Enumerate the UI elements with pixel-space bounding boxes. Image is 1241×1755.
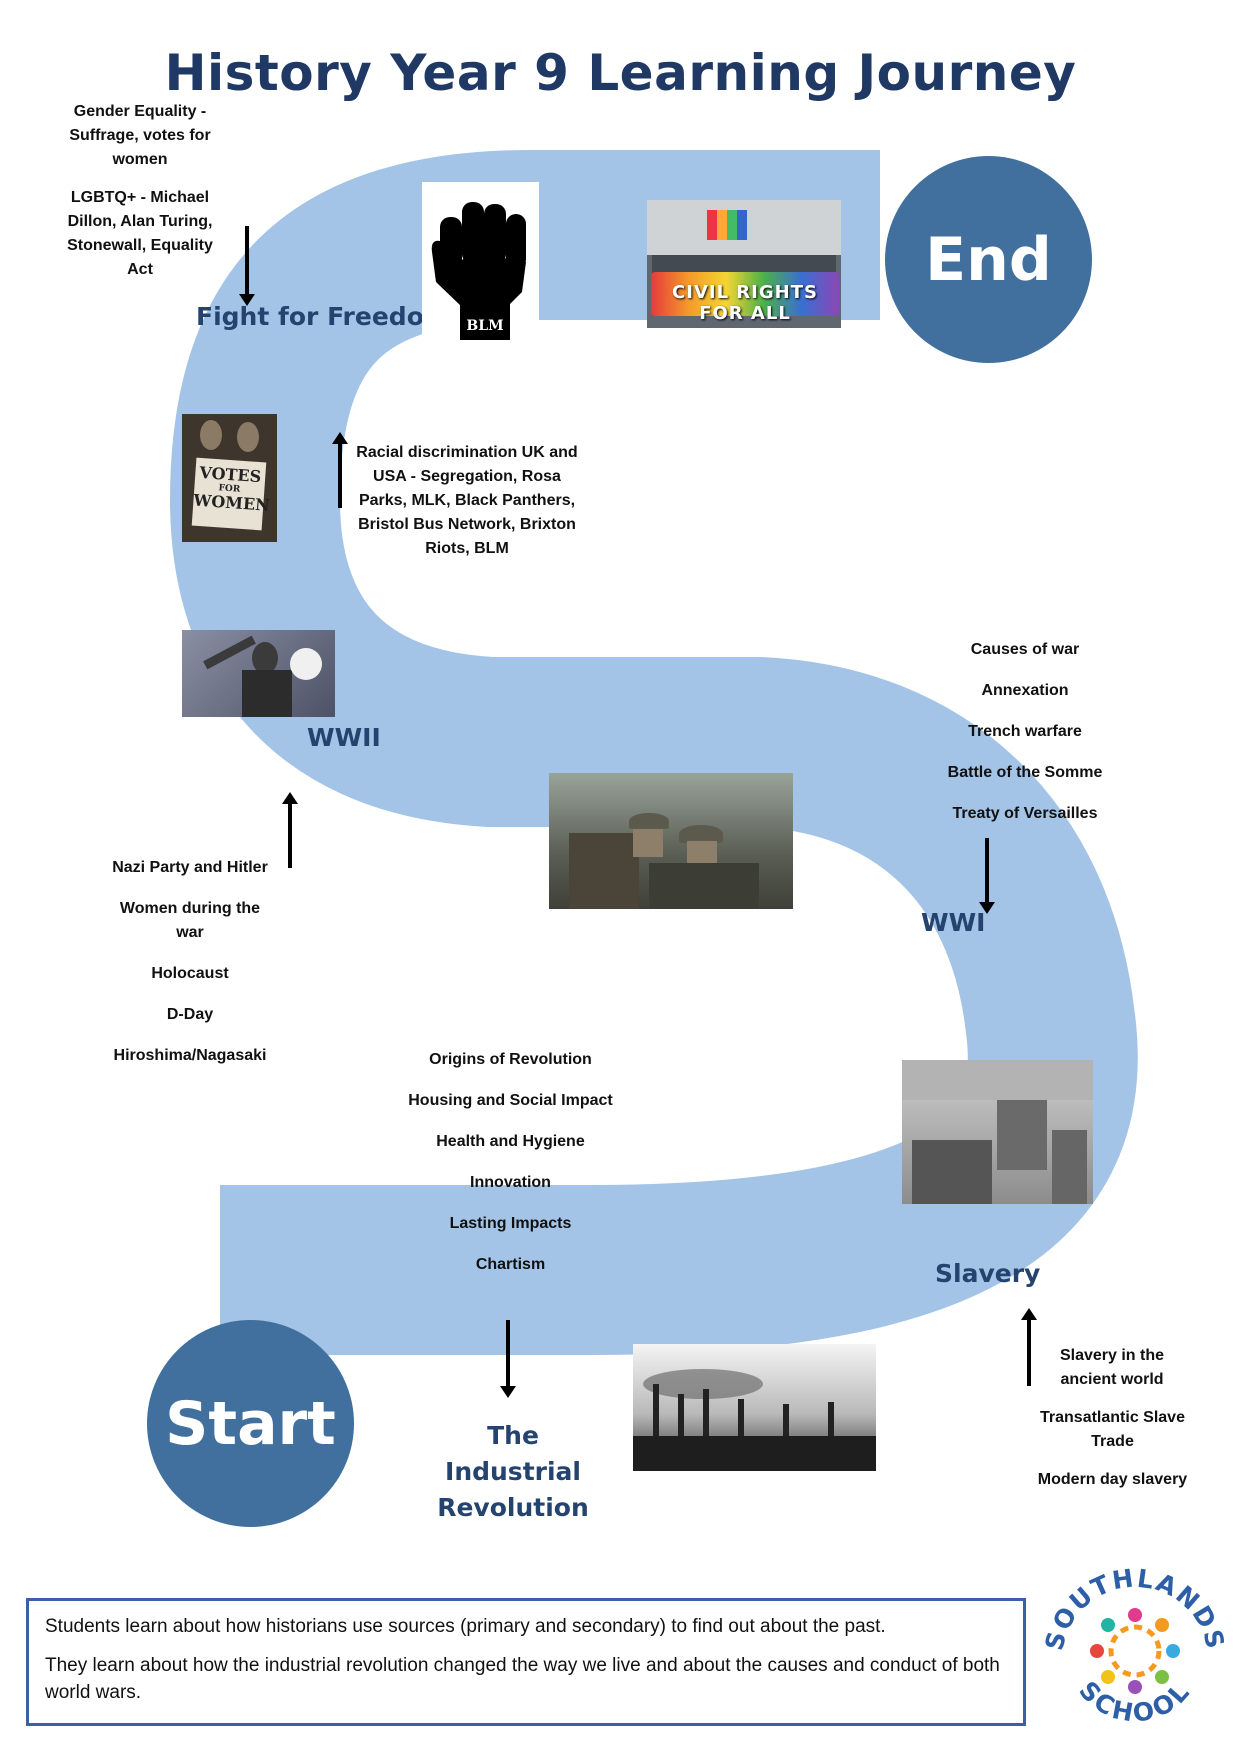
topic-item: Annexation bbox=[981, 682, 1069, 699]
arrow-up-slavery bbox=[1021, 1308, 1037, 1386]
arrow-up-wwii bbox=[282, 792, 298, 868]
topic-item: Lasting Impacts bbox=[449, 1215, 572, 1232]
stage-label-wwi: WWI bbox=[921, 908, 986, 937]
topic-item: Health and Hygiene bbox=[436, 1133, 585, 1150]
wwii-topics: Nazi Party and Hitler Women during the w… bbox=[100, 856, 280, 1085]
votes-for-women-image: VOTES FOR WOMEN bbox=[182, 414, 277, 542]
end-label: End bbox=[925, 224, 1052, 295]
banner-text: CIVIL RIGHTS FOR ALL bbox=[672, 282, 818, 324]
fist-icon bbox=[431, 202, 526, 340]
topic-item: Battle of the Somme bbox=[947, 764, 1103, 781]
stage-label-industrial: The Industrial Revolution bbox=[437, 1421, 589, 1522]
end-circle: End bbox=[885, 156, 1092, 363]
topic-item: Treaty of Versailles bbox=[952, 805, 1098, 822]
summary-wars: They learn about how the industrial revo… bbox=[45, 1655, 1000, 1703]
topic-item: Causes of war bbox=[970, 641, 1080, 658]
topic-item: Innovation bbox=[470, 1174, 551, 1191]
topic-item: Holocaust bbox=[151, 965, 229, 982]
stage-label-freedom: Fight for Freedom bbox=[196, 302, 450, 331]
topic-item: Racial discrimination UK and USA - Segre… bbox=[356, 444, 578, 557]
slavery-topics: Slavery in the ancient world Transatlant… bbox=[1025, 1344, 1200, 1492]
summary-sources: Students learn about how historians use … bbox=[45, 1616, 886, 1637]
votes-sign: VOTES FOR WOMEN bbox=[191, 457, 270, 531]
freedom-topics-a: Gender Equality - Suffrage, votes for wo… bbox=[55, 100, 225, 282]
summary-box: Students learn about how historians use … bbox=[26, 1598, 1026, 1726]
stage-label-wwii: WWII bbox=[307, 723, 381, 752]
topic-item: Hiroshima/Nagasaki bbox=[113, 1047, 267, 1064]
industrial-image bbox=[633, 1344, 876, 1471]
blm-fist-image: BLM bbox=[422, 182, 539, 345]
topic-item: LGBTQ+ - Michael Dillon, Alan Turing, St… bbox=[67, 189, 213, 278]
civil-rights-march-image: CIVIL RIGHTS FOR ALL bbox=[647, 200, 841, 328]
topic-item: Chartism bbox=[475, 1256, 546, 1273]
page-title: History Year 9 Learning Journey bbox=[164, 44, 1077, 102]
start-circle: Start bbox=[147, 1320, 354, 1527]
topic-item: Women during the war bbox=[119, 900, 261, 941]
topic-item: Housing and Social Impact bbox=[408, 1092, 613, 1109]
industrial-topics: Origins of Revolution Housing and Social… bbox=[398, 1048, 623, 1294]
topic-item: Transatlantic Slave Trade bbox=[1040, 1409, 1185, 1450]
topic-item: Gender Equality - Suffrage, votes for wo… bbox=[69, 103, 211, 168]
slavery-image bbox=[902, 1060, 1093, 1204]
start-label: Start bbox=[165, 1388, 336, 1459]
arrow-up-freedom bbox=[332, 432, 348, 508]
stage-label-slavery: Slavery bbox=[935, 1259, 1041, 1288]
topic-item: Trench warfare bbox=[968, 723, 1082, 740]
rainbow-banner bbox=[651, 272, 839, 316]
southlands-school-logo: SOUTHLANDS SCHOOL bbox=[1040, 1563, 1229, 1728]
arrow-down-freedom bbox=[239, 226, 255, 306]
wwi-topics: Causes of war Annexation Trench warfare … bbox=[925, 638, 1125, 843]
blm-text: BLM bbox=[466, 318, 504, 334]
arrow-down-wwi bbox=[979, 838, 995, 914]
wwi-soldiers-image bbox=[549, 773, 793, 909]
people-ring-icon bbox=[1090, 1608, 1180, 1694]
topic-item: Modern day slavery bbox=[1037, 1471, 1188, 1488]
freedom-topics-b: Racial discrimination UK and USA - Segre… bbox=[352, 441, 582, 561]
wwii-image bbox=[182, 630, 335, 717]
topic-item: Slavery in the ancient world bbox=[1059, 1347, 1165, 1388]
arrow-down-industrial bbox=[500, 1320, 516, 1398]
topic-item: D-Day bbox=[166, 1006, 214, 1023]
topic-item: Nazi Party and Hitler bbox=[112, 859, 268, 876]
topic-item: Origins of Revolution bbox=[429, 1051, 592, 1068]
